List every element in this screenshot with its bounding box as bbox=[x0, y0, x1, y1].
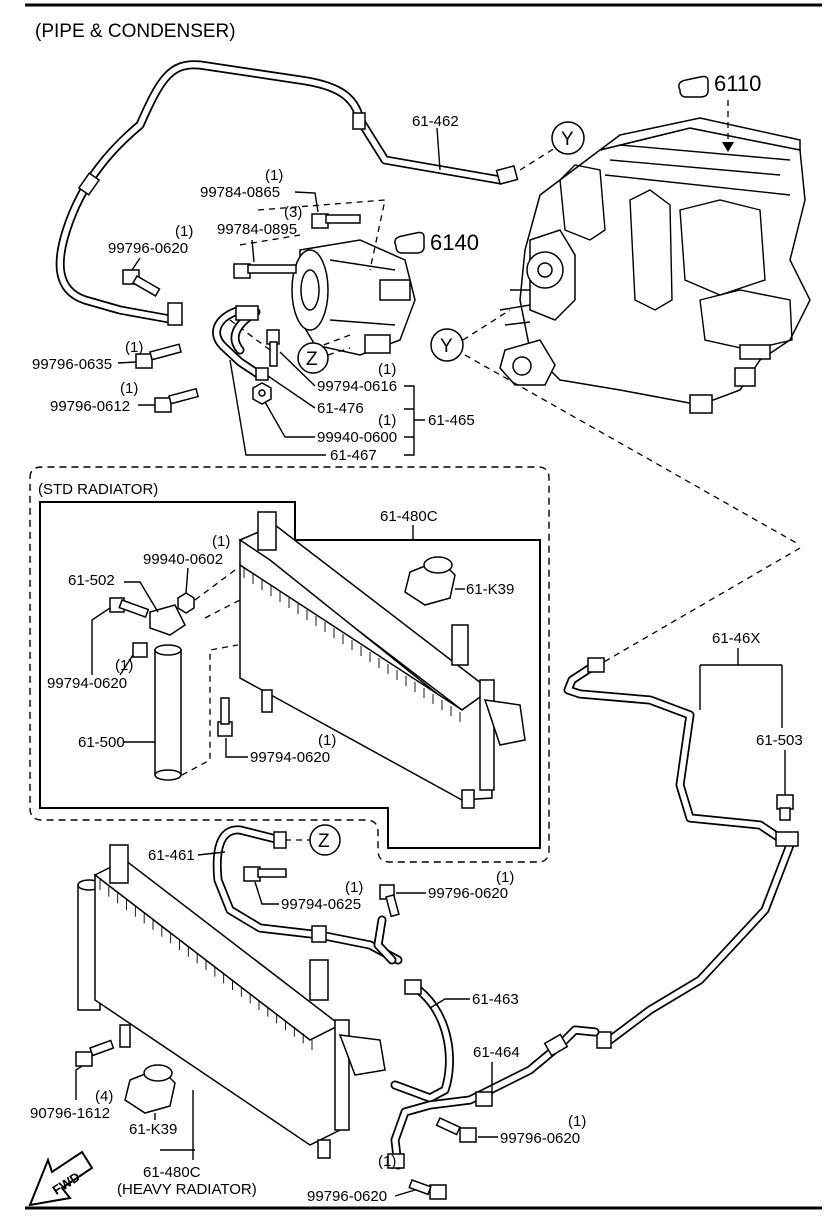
hvac-unit bbox=[499, 117, 811, 414]
qty-99796-0620-d: (1) bbox=[378, 1153, 396, 1170]
std-radiator-frame bbox=[39, 501, 541, 849]
callout-y-mid[interactable]: Y bbox=[430, 328, 464, 362]
pipe-61-46X[interactable] bbox=[563, 657, 799, 1049]
callout-z-bottom-label: Z bbox=[318, 831, 330, 852]
ref-6140-label: 6140 bbox=[430, 230, 479, 255]
section-title-pipe-condenser: (PIPE & CONDENSER) bbox=[35, 21, 236, 42]
bolt-99784-0895[interactable] bbox=[233, 263, 297, 279]
pipe-61-463[interactable] bbox=[390, 979, 454, 1103]
qty-99784-0895: (3) bbox=[284, 204, 302, 221]
label-61-K39-a[interactable]: 61-K39 bbox=[466, 581, 514, 598]
callout-z-top[interactable]: Z bbox=[297, 342, 329, 374]
bolt-99796-0612[interactable] bbox=[154, 387, 200, 413]
nut-99940-0602[interactable] bbox=[177, 592, 195, 614]
label-99794-0620-b[interactable]: 99794-0620 bbox=[250, 749, 330, 766]
ref-6110-label: 6110 bbox=[714, 71, 761, 96]
qty-99784-0865: (1) bbox=[265, 167, 283, 184]
bracket-61-502[interactable] bbox=[149, 604, 186, 636]
label-61-502[interactable]: 61-502 bbox=[68, 572, 115, 589]
label-61-464[interactable]: 61-464 bbox=[473, 1044, 520, 1061]
label-61-500[interactable]: 61-500 bbox=[78, 734, 125, 751]
label-61-463[interactable]: 61-463 bbox=[472, 991, 519, 1008]
pointing-hand-icon bbox=[678, 75, 709, 98]
label-99796-0620-d[interactable]: 99796-0620 bbox=[307, 1188, 387, 1205]
label-heavy-radiator: (HEAVY RADIATOR) bbox=[117, 1181, 257, 1198]
label-99940-0602[interactable]: 99940-0602 bbox=[143, 551, 223, 568]
bolt-99796-0620-a[interactable] bbox=[122, 269, 161, 297]
bolt-99796-0620-d[interactable] bbox=[408, 1179, 447, 1200]
qty-99940-0602: (1) bbox=[212, 533, 230, 550]
label-61-461[interactable]: 61-461 bbox=[148, 847, 195, 864]
std-radiator-boundary bbox=[29, 466, 550, 863]
bolt-99794-0616[interactable] bbox=[266, 329, 280, 367]
label-99794-0616[interactable]: 99794-0616 bbox=[317, 378, 397, 395]
pipe-61-464[interactable] bbox=[387, 1025, 600, 1170]
qty-99796-0620-b: (1) bbox=[496, 869, 514, 886]
label-61-503[interactable]: 61-503 bbox=[756, 732, 803, 749]
label-61-465[interactable]: 61-465 bbox=[428, 412, 475, 429]
qty-99796-0620-a: (1) bbox=[175, 223, 193, 240]
qty-90796-1612: (4) bbox=[95, 1088, 113, 1105]
callout-y-mid-label: Y bbox=[440, 336, 453, 357]
compressor bbox=[291, 239, 416, 356]
label-99796-0635[interactable]: 99796-0635 bbox=[32, 356, 112, 373]
label-90796-1612[interactable]: 90796-1612 bbox=[30, 1105, 110, 1122]
pointing-hand-icon bbox=[394, 231, 425, 254]
pressure-switch-61-503[interactable] bbox=[776, 794, 794, 821]
label-99794-0620-a[interactable]: 99794-0620 bbox=[47, 675, 127, 692]
callout-y-top[interactable]: Y bbox=[551, 121, 585, 155]
condenser-heavy[interactable] bbox=[77, 844, 386, 1159]
bolt-90796-1612[interactable] bbox=[75, 1039, 115, 1067]
qty-99940-0600: (1) bbox=[378, 412, 396, 429]
qty-99794-0620-b: (1) bbox=[318, 732, 336, 749]
nut-99940-0600[interactable] bbox=[252, 382, 272, 405]
label-99796-0620-c[interactable]: 99796-0620 bbox=[500, 1130, 580, 1147]
qty-99796-0620-c: (1) bbox=[568, 1113, 586, 1130]
callout-z-top-label: Z bbox=[306, 349, 318, 370]
cap-61-K39-b[interactable] bbox=[124, 1064, 176, 1114]
qty-99794-0616: (1) bbox=[378, 361, 396, 378]
bolt-99784-0865[interactable] bbox=[311, 213, 361, 229]
label-61-480C-heavy[interactable]: 61-480C bbox=[143, 1164, 201, 1181]
label-61-467[interactable]: 61-467 bbox=[330, 447, 377, 464]
callout-z-bottom[interactable]: Z bbox=[309, 824, 341, 856]
qty-99794-0625: (1) bbox=[345, 879, 363, 896]
ref-6140[interactable]: 6140 bbox=[394, 230, 479, 255]
condenser-std[interactable] bbox=[238, 511, 526, 809]
label-99784-0895[interactable]: 99784-0895 bbox=[217, 221, 297, 238]
bolt-99794-0620-b[interactable] bbox=[217, 697, 233, 737]
pipe-61-465[interactable] bbox=[212, 305, 269, 381]
section-title-std-radiator: (STD RADIATOR) bbox=[38, 481, 158, 498]
label-99784-0865[interactable]: 99784-0865 bbox=[200, 184, 280, 201]
ref-6110[interactable]: 6110 bbox=[678, 71, 761, 98]
bolt-99796-0620-b[interactable] bbox=[379, 884, 400, 918]
qty-99796-0612: (1) bbox=[120, 380, 138, 397]
label-99796-0620-b[interactable]: 99796-0620 bbox=[428, 885, 508, 902]
label-61-480C[interactable]: 61-480C bbox=[380, 508, 438, 525]
fwd-arrow-icon: FWD bbox=[28, 1150, 94, 1207]
label-61-K39-b[interactable]: 61-K39 bbox=[129, 1121, 177, 1138]
bolt-99794-0625[interactable] bbox=[243, 866, 287, 882]
qty-99796-0635: (1) bbox=[125, 339, 143, 356]
label-99940-0600[interactable]: 99940-0600 bbox=[317, 429, 397, 446]
label-61-476[interactable]: 61-476 bbox=[317, 400, 364, 417]
callout-y-top-label: Y bbox=[561, 129, 574, 150]
bolt-99794-0620-a[interactable] bbox=[109, 597, 150, 658]
receiver-drier-61-500[interactable] bbox=[154, 644, 182, 781]
label-99796-0620-a[interactable]: 99796-0620 bbox=[108, 240, 188, 257]
bolt-99796-0635[interactable] bbox=[135, 343, 182, 369]
cap-61-K39-a[interactable] bbox=[404, 556, 456, 606]
pipe-61-461[interactable] bbox=[212, 825, 403, 965]
label-99794-0625[interactable]: 99794-0625 bbox=[281, 896, 361, 913]
pipe-61-462[interactable] bbox=[55, 60, 519, 326]
label-61-46X[interactable]: 61-46X bbox=[712, 630, 760, 647]
bolt-99796-0620-c[interactable] bbox=[435, 1117, 477, 1143]
label-99796-0612[interactable]: 99796-0612 bbox=[50, 398, 130, 415]
label-61-462[interactable]: 61-462 bbox=[412, 113, 459, 130]
